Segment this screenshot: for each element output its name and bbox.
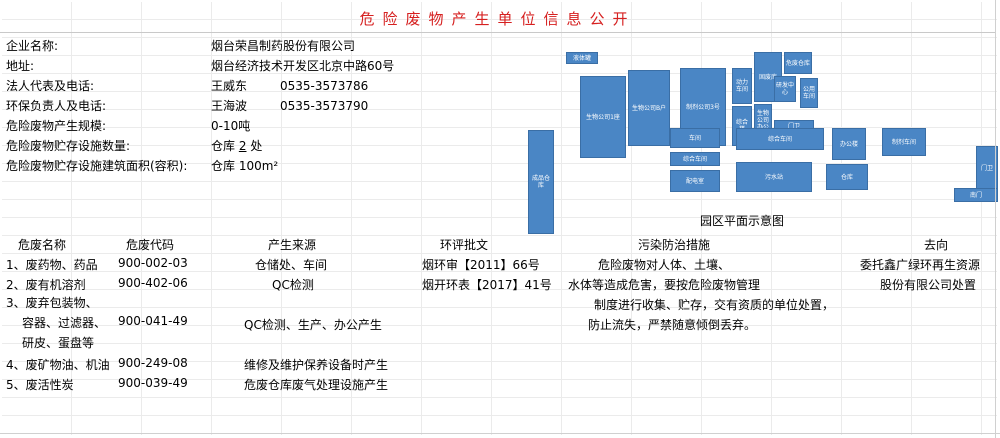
plan-block: 危废仓库 xyxy=(784,52,812,74)
info-row-address: 地址: 烟台经济技术开发区北京中路60号 xyxy=(6,56,506,76)
company-name: 烟台荣昌制药股份有限公司 xyxy=(211,39,356,53)
plan-block: 公用车间 xyxy=(800,78,818,108)
env-officer-name: 王海波 xyxy=(211,99,248,113)
sheet-right-border xyxy=(995,0,996,438)
waste-name: 5、废活性炭 xyxy=(6,378,74,392)
plan-block: 综合车间 xyxy=(736,128,824,150)
info-label: 地址: xyxy=(6,59,35,73)
info-label: 危险废物贮存设施建筑面积(容积): xyxy=(6,159,188,173)
col-header-approval: 环评批文 xyxy=(440,238,489,252)
measures-line: 危险废物对人体、土壤、 xyxy=(598,258,731,272)
plan-block: 配电室 xyxy=(670,170,720,192)
waste-code: 900-249-08 xyxy=(118,356,188,370)
waste-code: 900-402-06 xyxy=(118,276,188,290)
waste-code: 900-041-49 xyxy=(118,314,188,328)
plan-block: 研发中心 xyxy=(774,76,796,102)
info-label: 环保负责人及电话: xyxy=(6,99,107,113)
sheet-bottom-border xyxy=(0,433,1000,434)
page-title: 危险废物产生单位信息公开 xyxy=(359,10,636,28)
plan-block: 仓库 xyxy=(826,164,868,190)
plan-block: 车间 xyxy=(670,128,720,148)
legal-rep-phone: 0535-3573786 xyxy=(280,79,369,93)
info-label: 法人代表及电话: xyxy=(6,79,95,93)
info-row-storage-area: 危险废物贮存设施建筑面积(容积): 仓库 100m² xyxy=(6,156,506,176)
storage-count-suffix: 处 xyxy=(250,139,263,153)
waste-source: QC检测 xyxy=(272,278,314,292)
waste-code: 900-039-49 xyxy=(118,376,188,390)
plan-block: 液体罐 xyxy=(566,52,598,64)
col-header-source: 产生来源 xyxy=(268,238,317,252)
env-officer-phone: 0535-3573790 xyxy=(280,99,369,113)
plan-block: 生物公司1座 xyxy=(580,76,626,158)
plan-caption: 园区平面示意图 xyxy=(700,214,785,228)
plan-block: 南门 xyxy=(954,188,998,202)
info-row-env-officer: 环保负责人及电话: 王海波 0535-3573790 xyxy=(6,96,506,116)
plan-block: 办公楼 xyxy=(832,128,866,160)
storage-count-prefix: 仓库 xyxy=(211,139,236,153)
info-label: 企业名称: xyxy=(6,39,59,53)
col-header-destination: 去向 xyxy=(924,238,949,252)
plan-block: 污水站 xyxy=(736,162,812,192)
site-plan: 液体罐 生物公司1座 生物公司B户 制剂公司3号 动力车间 综合楼 固废库 生物… xyxy=(520,38,998,234)
waste-source: 仓储处、车间 xyxy=(255,258,328,272)
plan-block: 制剂车间 xyxy=(882,128,926,156)
col-header-measures: 污染防治措施 xyxy=(638,238,711,252)
waste-source: 危废仓库废气处理设施产生 xyxy=(244,378,389,392)
measures-line: 防止流失，严禁随意倾倒丢弃。 xyxy=(588,318,757,332)
storage-count: 仓库 2 处 xyxy=(211,136,262,156)
waste-approval: 烟环审【2011】66号 xyxy=(422,258,540,272)
plan-block: 综合车间 xyxy=(670,152,720,166)
waste-code: 900-002-03 xyxy=(118,256,188,270)
info-row-storage-count: 危险废物贮存设施数量: 仓库 2 处 xyxy=(6,136,506,156)
col-header-code: 危废代码 xyxy=(126,238,175,252)
company-info: 企业名称: 烟台荣昌制药股份有限公司 地址: 烟台经济技术开发区北京中路60号 … xyxy=(6,36,506,176)
info-label: 危险废物产生规模: xyxy=(6,119,107,133)
info-label: 危险废物贮存设施数量: xyxy=(6,139,131,153)
info-row-scale: 危险废物产生规模: 0-10吨 xyxy=(6,116,506,136)
info-row-legal-rep: 法人代表及电话: 王威东 0535-3573786 xyxy=(6,76,506,96)
waste-scale: 0-10吨 xyxy=(211,119,251,133)
storage-count-number: 2 xyxy=(238,139,247,153)
waste-name: 研皮、蛋盘等 xyxy=(22,336,95,350)
measures-line: 制度进行收集、贮存，交有资质的单位处置， xyxy=(594,298,835,312)
waste-name: 2、废有机溶剂 xyxy=(6,278,86,292)
plan-block: 成品仓库 xyxy=(528,130,554,234)
destination-line: 股份有限公司处置 xyxy=(880,278,977,292)
waste-name: 3、废弃包装物、 xyxy=(6,296,98,310)
waste-source: QC检测、生产、办公产生 xyxy=(244,318,382,332)
plan-block: 动力车间 xyxy=(732,68,752,104)
waste-name: 1、废药物、药品 xyxy=(6,258,98,272)
title-divider xyxy=(0,32,995,33)
destination-line: 委托鑫广绿环再生资源 xyxy=(860,258,981,272)
waste-name: 4、废矿物油、机油 xyxy=(6,358,110,372)
waste-source: 维修及维护保养设备时产生 xyxy=(244,358,389,372)
storage-area: 仓库 100m² xyxy=(211,159,279,173)
info-row-company: 企业名称: 烟台荣昌制药股份有限公司 xyxy=(6,36,506,56)
col-header-name: 危废名称 xyxy=(18,238,67,252)
plan-block: 生物公司B户 xyxy=(628,70,670,146)
company-address: 烟台经济技术开发区北京中路60号 xyxy=(211,59,395,73)
measures-line: 水体等造成危害，要按危险废物管理 xyxy=(568,278,761,292)
legal-rep-name: 王威东 xyxy=(211,79,248,93)
waste-approval: 烟开环表【2017】41号 xyxy=(422,278,552,292)
waste-name: 容器、过滤器、 xyxy=(22,316,107,330)
